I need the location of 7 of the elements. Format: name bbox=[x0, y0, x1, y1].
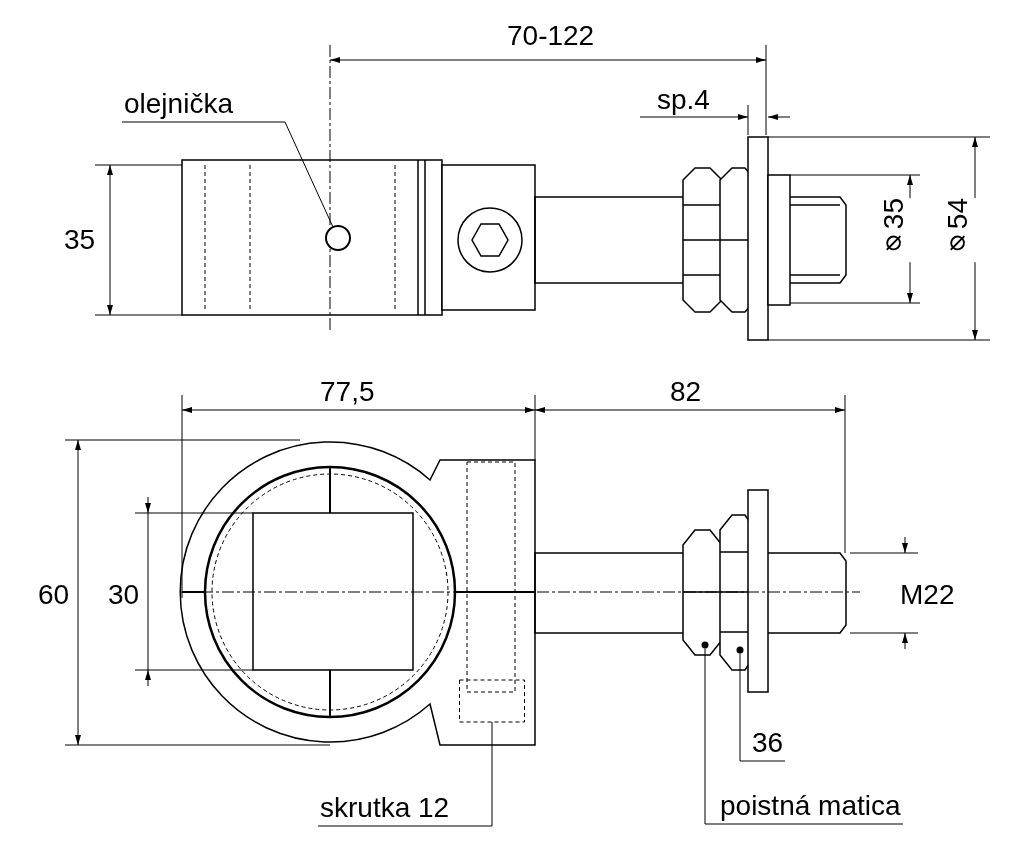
leader-line bbox=[739, 653, 786, 762]
nut-mark bbox=[736, 646, 744, 654]
lock-nut-mark bbox=[701, 641, 709, 649]
leader-line bbox=[317, 721, 493, 827]
leader-line bbox=[121, 121, 334, 228]
leader-line bbox=[704, 648, 904, 825]
screw-head bbox=[459, 679, 525, 723]
